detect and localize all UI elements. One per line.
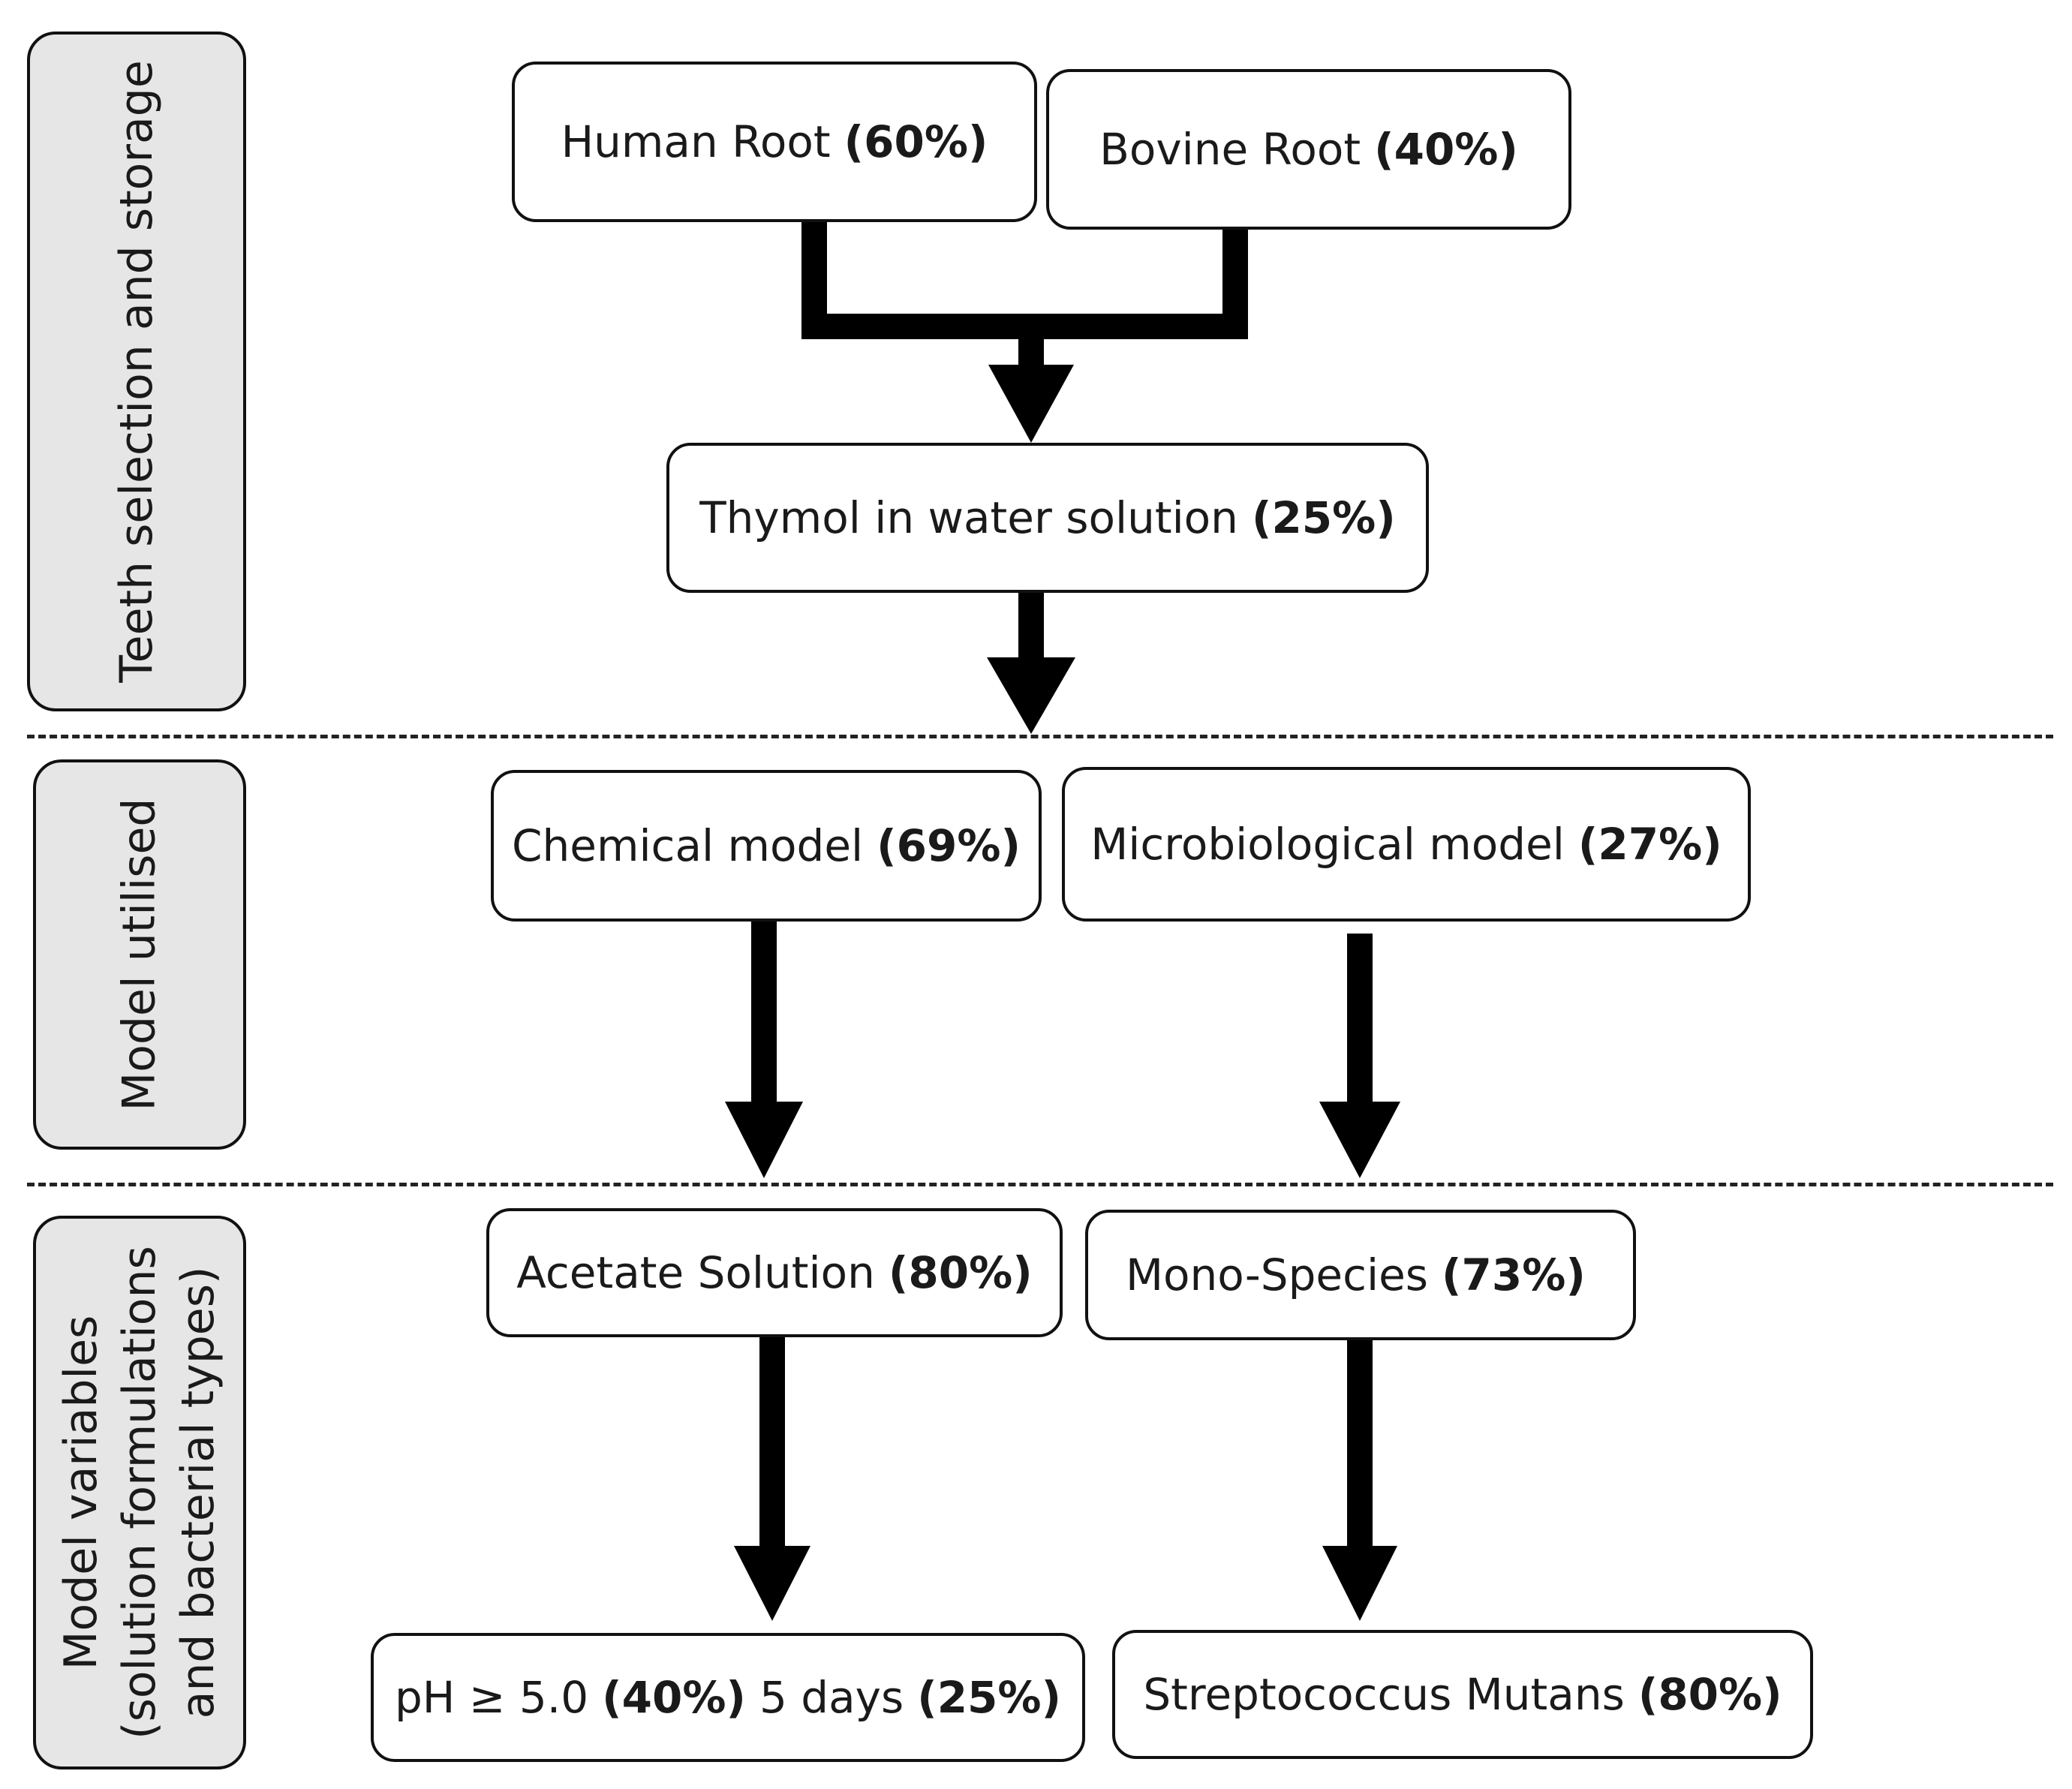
node-bovine-root: Bovine Root (40%) [1046,69,1571,230]
node-ph-conditions: pH ≥ 5.0 (40%) 5 days (25%) [371,1633,1085,1762]
arrow-chemical-to-acetate [725,1102,803,1178]
node-label: Chemical model [512,820,864,871]
node-percent: (80%) [888,1247,1033,1298]
arrow-to-thymol [988,365,1074,443]
section-divider-1 [27,735,2053,738]
node-percent: (25%) [1251,492,1396,543]
section-teeth-selection: Teeth selection and storage [27,32,246,711]
node-percent: (69%) [877,820,1021,871]
node-label-2: 5 days [759,1672,904,1723]
node-percent: (40%) [602,1672,746,1723]
node-label: Mono-Species [1126,1249,1428,1300]
node-percent: (73%) [1442,1249,1586,1300]
arrow-micro-to-mono [1319,1102,1400,1178]
node-percent: (40%) [1374,124,1518,175]
node-percent: (60%) [844,116,988,167]
arrow-acetate-to-ph [734,1546,810,1621]
node-percent: (80%) [1637,1669,1782,1720]
micro-down-shaft [1347,934,1373,1105]
chemical-down-shaft [751,922,777,1105]
node-label: Microbiological model [1090,819,1565,870]
section-divider-2 [27,1183,2053,1186]
node-thymol-solution: Thymol in water solution (25%) [666,443,1429,593]
merge-down-shaft [1018,314,1044,366]
section-model-variables: Model variables (solution formulations a… [33,1216,246,1769]
arrow-from-thymol [987,657,1075,734]
node-streptococcus-mutans: Streptococcus Mutans (80%) [1112,1630,1813,1759]
node-label: Human Root [561,116,831,167]
arrow-mono-to-strep [1322,1546,1397,1621]
node-percent-2: (25%) [917,1672,1062,1723]
mono-down-shaft [1347,1334,1373,1549]
node-acetate-solution: Acetate Solution (80%) [486,1208,1063,1337]
node-human-root: Human Root (60%) [512,62,1037,222]
node-chemical-model: Chemical model (69%) [491,770,1042,922]
node-mono-species: Mono-Species (73%) [1085,1210,1636,1340]
section-model-utilised: Model utilised [33,759,246,1150]
node-microbiological-model: Microbiological model (27%) [1062,767,1751,922]
node-label: Bovine Root [1099,124,1361,175]
node-label: Acetate Solution [516,1247,875,1298]
node-percent: (27%) [1577,819,1722,870]
acetate-down-shaft [759,1337,785,1549]
node-label: Thymol in water solution [699,492,1238,543]
node-label: pH ≥ 5.0 [394,1672,589,1723]
thymol-down-shaft [1018,593,1044,660]
node-label: Streptococcus Mutans [1143,1669,1625,1720]
